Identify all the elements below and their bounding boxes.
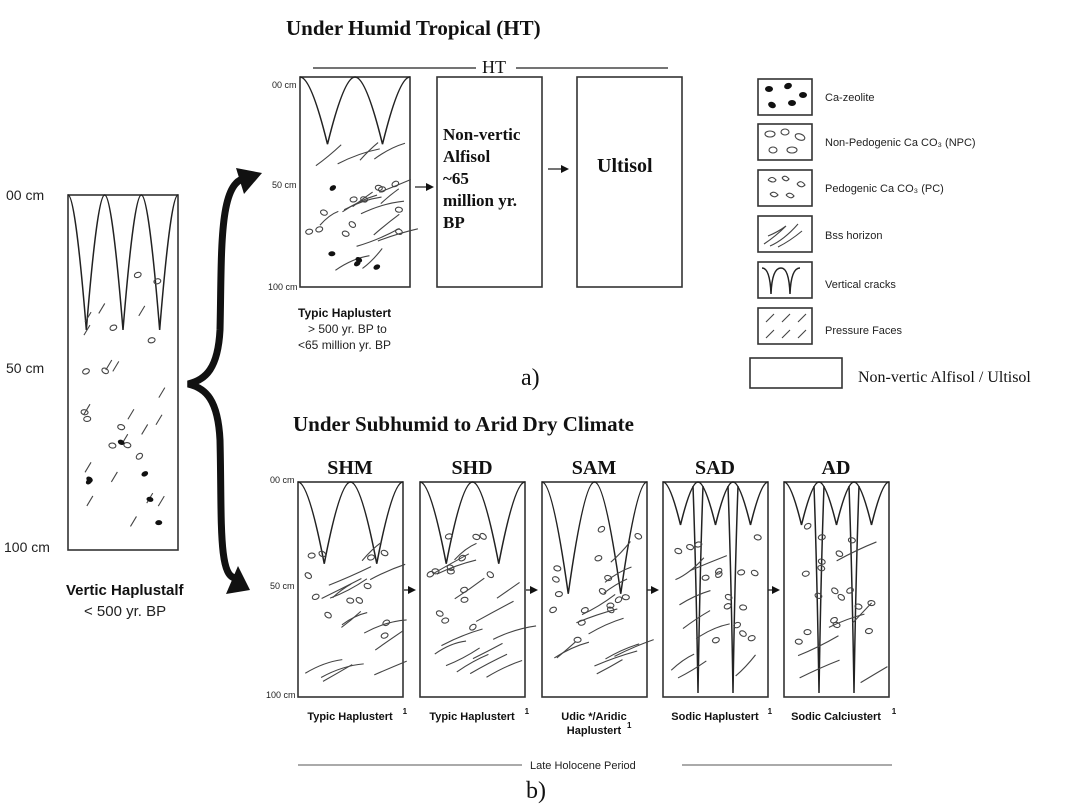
legend-item-non-vertic: Non-vertic Alfisol / Ultisol	[750, 358, 1031, 388]
ht-label: HT	[482, 57, 506, 77]
legend-label-bss: Bss horizon	[825, 230, 882, 242]
source-profile-name: Vertic Haplustalf	[66, 582, 185, 599]
legend-item-pc: Pedogenic Ca CO₃ (PC)	[758, 170, 944, 206]
column-code: AD	[822, 457, 851, 479]
column-soil-name: Typic Haplustert	[307, 711, 393, 723]
column-soil-name: Typic Haplustert	[429, 711, 515, 723]
depth-label-b-50: 50 cm	[270, 581, 295, 591]
profile-a-age-line2: <65 million yr. BP	[298, 338, 391, 352]
period-label: Late Holocene Period	[530, 760, 636, 772]
column-profile-box	[663, 482, 768, 697]
column-soil-footnote: 1	[892, 707, 897, 716]
section-b-title: Under Subhumid to Arid Dry Climate	[293, 412, 634, 436]
column-soil-name: Udic */Aridic	[561, 711, 626, 723]
depth-label-a-100: 100 cm	[268, 282, 298, 292]
column-soil-name-line2: Haplustert	[567, 725, 622, 737]
empty-box-symbol	[750, 358, 842, 388]
vertical-cracks-symbol	[758, 262, 812, 298]
climate-column-ad: AD Sodic Calciustert 1	[784, 457, 897, 723]
climate-column-sad: SAD Sodic Haplustert 1	[663, 457, 773, 723]
profile-outline	[68, 195, 178, 550]
depth-label-src-0: 00 cm	[6, 187, 44, 203]
alfisol-line-1: Non-vertic	[443, 125, 521, 144]
section-a: Under Humid Tropical (HT) HT 00 cm 50 cm…	[268, 16, 682, 391]
brace-curve	[188, 178, 248, 578]
alfisol-line-5: BP	[443, 213, 465, 232]
column-code: SAM	[572, 457, 617, 479]
ultisol-label: Ultisol	[597, 155, 653, 177]
legend-label-npc: Non-Pedogenic Ca CO₃ (NPC)	[825, 137, 976, 149]
profile-outline	[663, 482, 768, 697]
legend-item-ca-zeolite: Ca-zeolite	[758, 79, 875, 115]
column-code: SHM	[327, 457, 373, 479]
depth-label-b-0: 00 cm	[270, 475, 295, 485]
pressure-faces-symbol	[758, 308, 812, 344]
source-profile: 00 cm 50 cm 100 cm Vertic Haplustalf < 5…	[4, 187, 185, 620]
typic-haplustert-box	[300, 77, 418, 287]
legend-item-pressure-faces: Pressure Faces	[758, 308, 903, 344]
column-soil-footnote: 1	[768, 707, 773, 716]
profile-a-age-line1: > 500 yr. BP to	[308, 322, 387, 336]
depth-label-src-100: 100 cm	[4, 539, 50, 555]
depth-label-b-100: 100 cm	[266, 690, 296, 700]
legend-label-vertical-cracks: Vertical cracks	[825, 279, 896, 291]
column-soil-footnote: 1	[627, 721, 632, 730]
column-profile-box	[542, 482, 654, 697]
ultisol-box	[577, 77, 682, 287]
depth-label-a-50: 50 cm	[272, 180, 297, 190]
climate-column-shm: SHM Typic Haplustert 1	[298, 457, 408, 723]
bss-symbol	[758, 216, 812, 252]
branch-brace	[188, 168, 262, 594]
legend-label-non-vertic: Non-vertic Alfisol / Ultisol	[858, 369, 1031, 386]
alfisol-line-3: ~65	[443, 169, 469, 188]
profile-outline	[542, 482, 647, 697]
section-a-title: Under Humid Tropical (HT)	[286, 16, 541, 40]
depth-label-a-0: 00 cm	[272, 80, 297, 90]
depth-label-src-50: 50 cm	[6, 360, 44, 376]
column-soil-footnote: 1	[525, 707, 530, 716]
column-soil-name: Sodic Haplustert	[671, 711, 759, 723]
panel-label-b: b)	[526, 778, 546, 804]
legend-label-pressure-faces: Pressure Faces	[825, 325, 903, 337]
legend-item-npc: Non-Pedogenic Ca CO₃ (NPC)	[758, 124, 976, 160]
vertic-haplustalf-profile	[68, 195, 178, 550]
legend-item-bss: Bss horizon	[758, 216, 882, 252]
legend-label-pc: Pedogenic Ca CO₃ (PC)	[825, 183, 944, 195]
column-profile-box	[420, 482, 536, 697]
column-profile-box	[298, 482, 407, 697]
vertic-haplustalf-box	[68, 195, 178, 550]
column-profile-box	[784, 482, 889, 697]
panel-label-a: a)	[521, 365, 540, 391]
profile-a-name: Typic Haplustert	[298, 306, 391, 320]
climate-column-shd: SHD Typic Haplustert 1	[420, 457, 536, 723]
legend-item-vertical-cracks: Vertical cracks	[758, 262, 896, 298]
column-soil-name: Sodic Calciustert	[791, 711, 881, 723]
alfisol-line-4: million yr.	[443, 191, 517, 210]
column-code: SAD	[695, 457, 735, 479]
section-b: Under Subhumid to Arid Dry Climate 00 cm…	[266, 412, 897, 804]
column-code: SHD	[451, 457, 492, 479]
legend: Ca-zeolite Non-Pedogenic Ca CO₃ (NPC) Pe…	[750, 79, 1031, 388]
pc-symbol	[758, 170, 812, 206]
source-profile-age: < 500 yr. BP	[84, 603, 166, 620]
climate-column-sam: SAM Udic */AridicHaplustert 1	[542, 457, 654, 737]
climate-columns: SHM Typic Haplustert 1 SHD Typic Haplustert 1…	[298, 457, 897, 737]
alfisol-line-2: Alfisol	[443, 147, 491, 166]
typic-haplustert-profile	[300, 77, 418, 287]
column-soil-footnote: 1	[403, 707, 408, 716]
legend-label-ca-zeolite: Ca-zeolite	[825, 92, 875, 104]
